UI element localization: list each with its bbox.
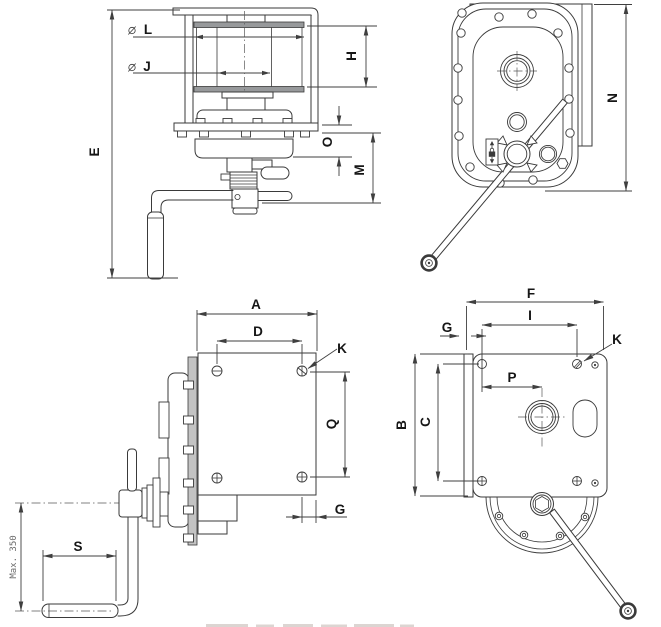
dim-label-A: A (251, 297, 261, 312)
handle-knob (619, 602, 637, 620)
crank-grip (41, 603, 119, 618)
dim-I: I (481, 308, 578, 392)
drum-bottom-flange (193, 86, 305, 93)
dim-label-G: G (335, 502, 346, 517)
dim-A: A (196, 297, 318, 351)
diameter-icon (128, 63, 136, 72)
dim-G-mounting: G (286, 497, 347, 523)
dim-C: C (418, 363, 479, 482)
dim-label-O: O (320, 137, 335, 148)
down-arrow-icon (489, 157, 495, 164)
dim-E: E (87, 9, 180, 279)
crank-shaft-hub (496, 135, 538, 173)
flange-studs (183, 380, 194, 543)
mounting-view: A D K Q G (9, 297, 350, 618)
dim-label-H: H (344, 51, 359, 61)
drum-top-flange (193, 21, 305, 28)
crank-grip (147, 211, 164, 280)
side-view: N (420, 2, 632, 272)
dim-label-D: D (253, 324, 263, 339)
dim-label-P: P (507, 370, 516, 385)
dim-label-Q: Q (324, 419, 339, 430)
padlock-icon (488, 147, 496, 157)
dim-N: N (545, 4, 632, 192)
dim-label-K: K (612, 332, 622, 347)
dim-L: L (128, 22, 304, 40)
diameter-icon (128, 26, 136, 35)
plate-edge (463, 353, 474, 498)
crank-hub (118, 489, 143, 518)
dim-Q: Q (310, 371, 350, 478)
front-view: L J E H (87, 7, 381, 280)
hand-slot (572, 399, 598, 438)
dim-label-max-crank: Max. 350 (9, 535, 19, 578)
rear-view: F I G K P B (394, 286, 637, 620)
locking-knob (127, 448, 137, 492)
drum-shaft-bore (497, 51, 537, 91)
cropped-caption-fragments (206, 624, 414, 627)
dim-label-S: S (73, 539, 82, 554)
dim-label-K: K (337, 341, 347, 356)
dim-label-E: E (87, 147, 102, 156)
dim-label-M: M (352, 164, 367, 175)
flange-bolts (453, 8, 575, 188)
crank-handle (147, 190, 234, 280)
dim-B: B (394, 353, 468, 497)
brake-lever (260, 166, 290, 180)
dim-J: J (128, 59, 270, 76)
dim-label-N: N (605, 93, 620, 103)
dim-label-B: B (394, 420, 409, 430)
up-arrow-icon (489, 141, 495, 148)
crank-handle (15, 516, 139, 618)
dim-M: M (262, 132, 381, 204)
crank-shaft-hub (530, 492, 554, 516)
housing-bolts (494, 511, 590, 541)
dim-label-L: L (144, 22, 152, 37)
leader-K: K (583, 332, 622, 362)
dim-label-F: F (527, 286, 535, 301)
dim-label-I: I (528, 308, 532, 323)
dim-label-C: C (418, 417, 433, 427)
hex-nut (556, 158, 569, 169)
crank-hub (231, 188, 259, 209)
dim-G-rear: G (440, 320, 487, 339)
dim-label-J: J (143, 59, 151, 74)
dim-D: D (216, 324, 303, 364)
back-plate-bolts (477, 359, 599, 487)
leader-K: K (307, 341, 347, 369)
mounting-screws (211, 365, 308, 484)
lock-indicator-plate (485, 138, 499, 166)
dim-S: S (42, 539, 117, 601)
handle-knob (420, 254, 438, 272)
dim-O: O (293, 106, 352, 176)
dim-H: H (307, 25, 377, 88)
dim-P: P (481, 370, 543, 390)
mounting-plate (197, 352, 317, 496)
dim-label-G: G (442, 320, 453, 335)
dim-max-crank-length: Max. 350 (9, 502, 24, 612)
dim-F: F (466, 286, 604, 350)
